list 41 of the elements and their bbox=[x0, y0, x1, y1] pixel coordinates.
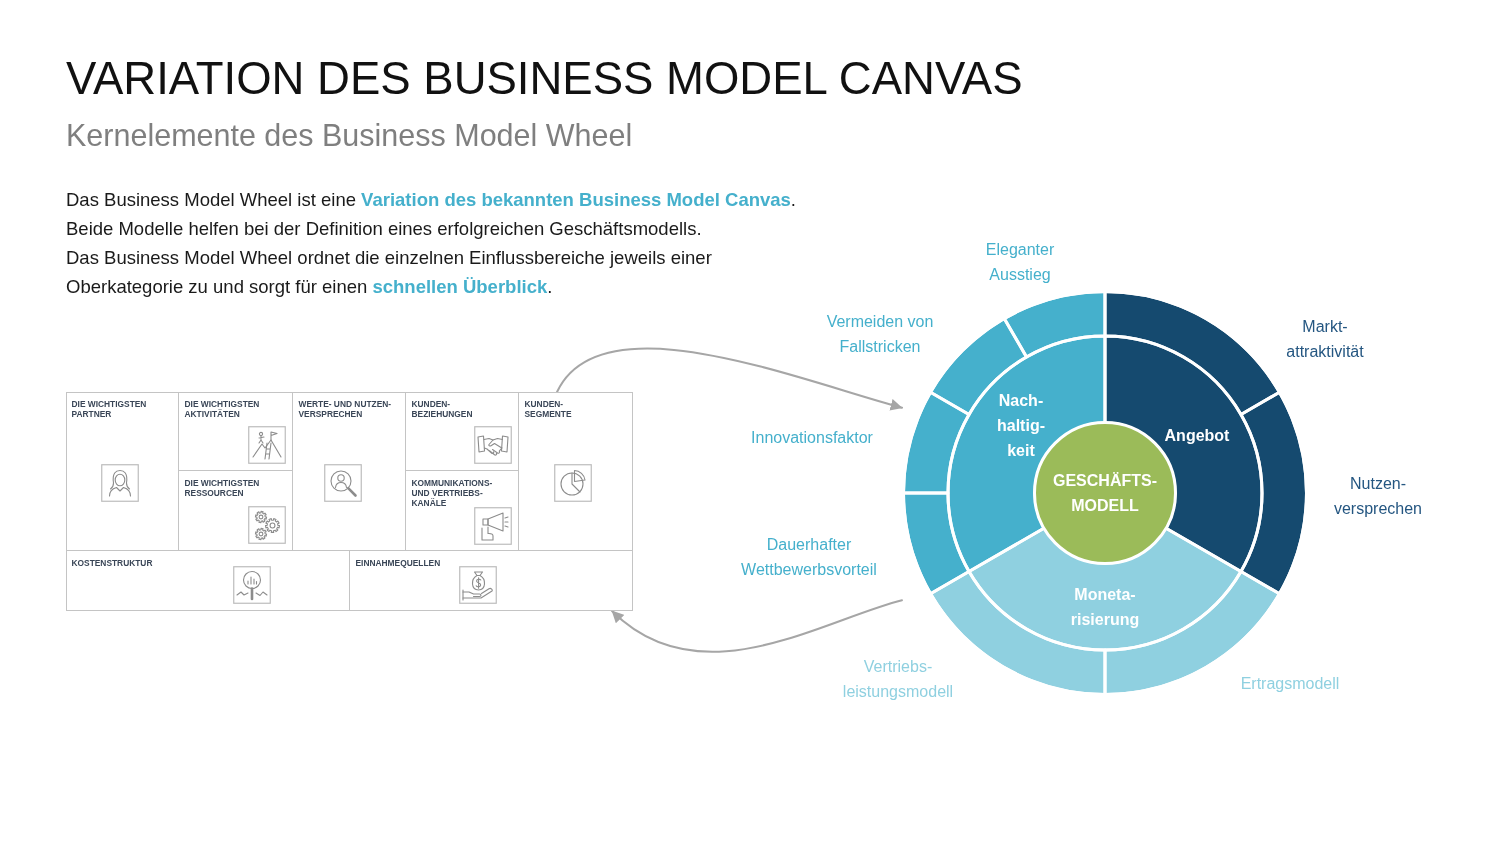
section-heading: EINNAHMEQUELLEN bbox=[355, 557, 441, 568]
slide-title: VARIATION DES BUSINESS MODEL CANVAS bbox=[66, 52, 1023, 106]
canvas-section bbox=[292, 391, 406, 551]
segment-title: Nach- haltig- keit bbox=[996, 390, 1046, 461]
ring-segment bbox=[903, 493, 970, 594]
canvas-frame bbox=[66, 392, 633, 611]
section-heading: DIE WICHTIGSTEN AKTIVITÄTEN bbox=[184, 398, 261, 419]
intro-text: Das Business Model Wheel ist eine Variation des bekannten Business Model Canvas. bbox=[66, 188, 796, 212]
canvas-section bbox=[405, 391, 519, 471]
ring-segment bbox=[1004, 291, 1105, 358]
core-title: GESCHÄFTS- MODELL bbox=[1052, 471, 1158, 516]
wheel-segment bbox=[969, 528, 1241, 650]
ring-segment bbox=[1105, 291, 1280, 415]
slide-subtitle: Kernelemente des Business Model Wheel bbox=[66, 117, 633, 154]
canvas-section bbox=[178, 470, 293, 551]
segment-label: Eleganter Ausstieg bbox=[984, 240, 1056, 285]
section-heading: WERTE- UND NUTZEN- VERSPRECHEN bbox=[298, 398, 393, 419]
section-heading: KUNDEN- SEGMENTE bbox=[524, 398, 573, 419]
canvas-section bbox=[405, 470, 519, 551]
section-heading: DIE WICHTIGSTEN RESSOURCEN bbox=[184, 477, 261, 498]
ring-segment bbox=[1240, 392, 1307, 594]
segment-label: Nutzen- versprechen bbox=[1332, 474, 1423, 519]
segment-label: Vertriebs- leistungsmodell bbox=[841, 657, 955, 702]
section-heading: KUNDEN- BEZIEHUNGEN bbox=[411, 398, 474, 419]
canvas-section bbox=[178, 391, 293, 471]
intro-text: Das Business Model Wheel ordnet die einzelnen Einflussbereiche jeweils einer Oberkategorie zu und sorgt für einen schnellen Überblick. bbox=[66, 246, 713, 299]
segment-label: Ertragsmodell bbox=[1240, 673, 1340, 694]
segment-label: Markt- attraktivität bbox=[1285, 317, 1365, 362]
section-heading: KOMMUNIKATIONS- UND VERTRIEBS- KANÄLE bbox=[411, 477, 494, 508]
segment-title: Angebot bbox=[1164, 425, 1230, 446]
ring-segment bbox=[903, 392, 970, 493]
intro-text: Beide Modelle helfen bei der Definition eines erfolgreichen Geschäftsmodells. bbox=[66, 217, 702, 241]
curved-arrow bbox=[556, 347, 903, 411]
section-heading: DIE WICHTIGSTEN PARTNER bbox=[71, 398, 148, 419]
curved-arrow bbox=[611, 599, 903, 653]
segment-label: Dauerhafter Wettbewerbsvorteil bbox=[740, 535, 878, 580]
segment-label: Innovationsfaktor bbox=[751, 427, 873, 448]
canvas-section bbox=[65, 391, 179, 551]
segment-label: Vermeiden von Fallstricken bbox=[825, 312, 935, 357]
segment-title: Moneta- risierung bbox=[1069, 585, 1141, 630]
section-heading: KOSTENSTRUKTUR bbox=[71, 557, 153, 568]
